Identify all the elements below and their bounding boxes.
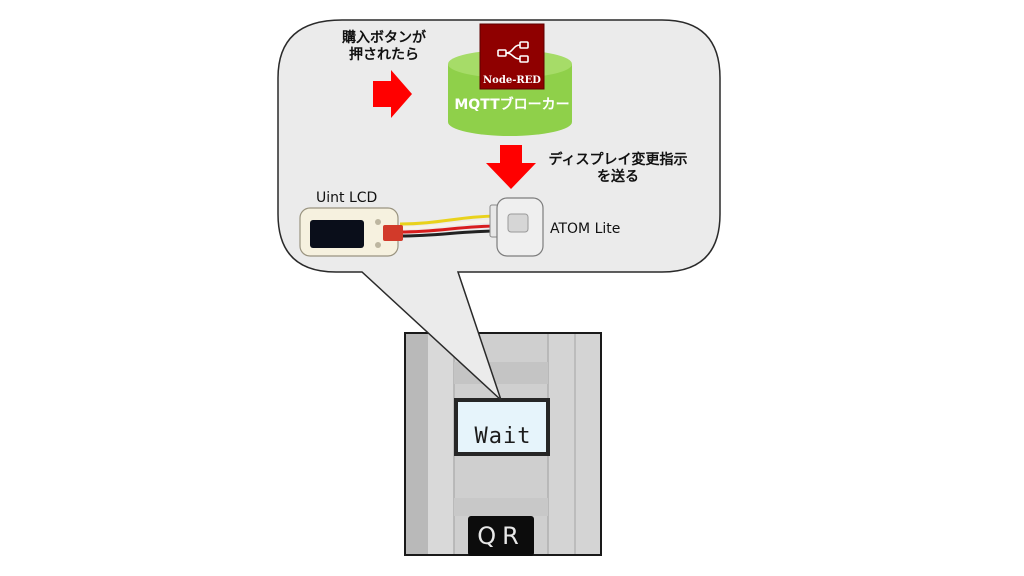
cable-wire-black <box>399 229 501 238</box>
unit-lcd-screw <box>375 219 381 225</box>
arrow-right-icon <box>373 70 412 118</box>
lcd-screen <box>458 402 546 452</box>
action-label: ディスプレイ変更指示 を送る <box>538 152 698 186</box>
arrow-down-icon <box>486 145 536 189</box>
atom-lite-label: ATOM Lite <box>550 221 621 237</box>
unit-lcd-connector <box>383 225 403 241</box>
unit-lcd-label: Uint LCD <box>316 190 378 206</box>
cable <box>399 214 501 238</box>
lcd-screen-text: Wait <box>474 424 532 449</box>
qr-text: QR <box>477 522 525 550</box>
qr-block <box>468 516 534 556</box>
photo-left-block <box>428 334 454 554</box>
unit-lcd-device <box>299 207 403 257</box>
device-photo <box>404 332 602 556</box>
node-red-logo <box>479 23 545 90</box>
photo-right-block <box>548 334 600 554</box>
unit-lcd-screen <box>310 220 364 248</box>
trigger-label-line1: 購入ボタンが <box>342 30 426 46</box>
photo-bottom-ledge <box>454 498 548 516</box>
cylinder-bottom <box>448 108 572 136</box>
atom-lite-button <box>507 213 529 233</box>
trigger-label: 購入ボタンが 押されたら <box>330 30 438 64</box>
trigger-label-line2: 押されたら <box>349 47 419 63</box>
atom-lite-device <box>489 197 544 257</box>
cable-wire-yellow <box>399 214 501 226</box>
cable-wire-red <box>399 224 501 234</box>
unit-lcd-screw <box>375 242 381 248</box>
action-label-line1: ディスプレイ変更指示 <box>548 152 688 168</box>
flow-nodes-icon <box>497 41 529 63</box>
cable-wire-white <box>399 219 501 230</box>
logo-box <box>479 23 545 90</box>
logo-name: Node-RED <box>483 75 541 86</box>
action-label-line2: を送る <box>597 169 639 185</box>
photo-left-panel <box>406 334 428 554</box>
broker-name: MQTTブローカー <box>454 97 570 113</box>
